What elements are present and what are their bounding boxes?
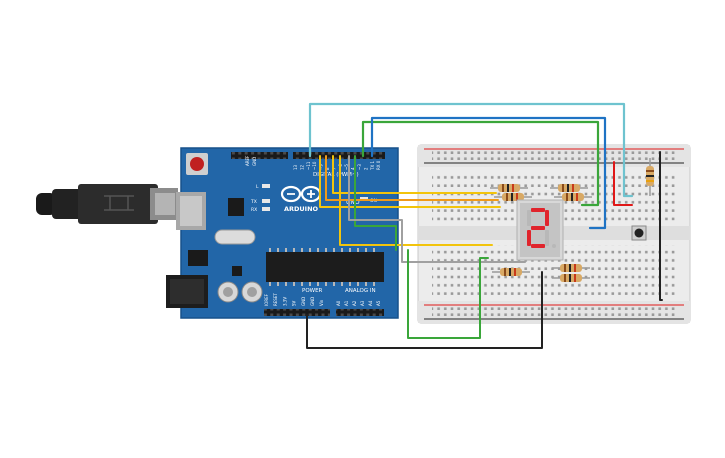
svg-text:AREF: AREF [245, 155, 250, 166]
digital-pin-label-12: TX 1 [370, 161, 375, 171]
analog-pin-label-3: A3 [360, 300, 365, 306]
wire-yellow-2 [332, 155, 497, 194]
digital-pin-label-1: 12 [299, 164, 304, 170]
segment-c [545, 230, 549, 246]
wire-orange-1 [325, 155, 499, 201]
wire-gray [348, 155, 526, 263]
reset-button[interactable] [186, 153, 208, 175]
analog-pin-label-0: A0 [336, 300, 341, 306]
wire-blue [370, 116, 607, 230]
resistor-7 [552, 274, 590, 282]
resistor-2 [494, 193, 532, 201]
arduino-uno-board: ARDUINO DIGITAL (PWM~) UNO ANALOG IN POW… [166, 147, 399, 319]
wire-cyan [308, 102, 634, 198]
analog-label: ANALOG IN [345, 288, 376, 294]
power-pin-header[interactable] [264, 309, 330, 316]
seven-segment-display: 2 [516, 199, 564, 261]
crystal-oscillator [214, 229, 256, 245]
resistor-pullup [646, 158, 654, 196]
capacitors [217, 281, 263, 303]
power-pin-label-4: GND [301, 297, 306, 306]
digital-pin-label-5: 8 [325, 167, 330, 170]
digital-pin-label-13: RX 0 [376, 160, 381, 170]
atmega-chip [266, 252, 384, 282]
voltage-regulator [188, 250, 208, 266]
wire-black-rail [659, 151, 663, 301]
segment-d [531, 244, 545, 248]
power-pin-label-2: 3.3V [282, 297, 287, 306]
svg-text:RX: RX [251, 207, 257, 213]
brand-label: ARDUINO [284, 205, 319, 213]
digital-pin-label-0: 13 [293, 164, 298, 170]
digital-pin-label-11: 2 [363, 167, 368, 170]
segment-e [527, 230, 531, 246]
model-label: UNO [346, 199, 360, 206]
power-pin-label-3: 5V [292, 300, 297, 306]
resistors [490, 158, 654, 282]
digital-pin-label-8: ~5 [344, 164, 349, 170]
analog-pin-label-1: A1 [344, 300, 349, 306]
analog-pin-label-5: A5 [376, 300, 381, 306]
segment-b [545, 210, 549, 226]
power-pin-label-1: RESET [273, 293, 278, 306]
digital-pin-label-4: ~9 [319, 164, 324, 170]
resistor-4 [554, 193, 592, 201]
wire-yellow-3 [319, 155, 501, 208]
power-pin-label-0: IOREF [264, 293, 269, 306]
wire-red-vcc [613, 161, 633, 206]
digital-pin-label-10: ~3 [357, 164, 362, 170]
analog-pin-header[interactable] [336, 309, 384, 316]
wire-green-top [361, 120, 600, 207]
resistor-1 [490, 184, 528, 192]
resistor-3 [550, 184, 588, 192]
push-button[interactable] [631, 225, 647, 241]
resistor-5 [492, 268, 530, 276]
svg-text:TX: TX [250, 199, 257, 205]
segment-g [531, 226, 545, 230]
analog-pin-label-4: A4 [368, 300, 373, 306]
resistor-6 [552, 264, 590, 272]
usb-chip [228, 198, 244, 216]
digital-label: DIGITAL (PWM~) [313, 172, 359, 178]
top-power-rail[interactable] [432, 150, 676, 162]
bottom-power-rail[interactable] [432, 306, 676, 318]
usb-cable [36, 184, 178, 224]
segment-dp [552, 244, 556, 248]
power-label: POWER [302, 288, 323, 294]
wire-black-gnd [306, 271, 543, 349]
power-pin-label-5: GND [310, 297, 315, 306]
analog-pin-label-2: A2 [352, 300, 357, 306]
wire-green-mid [354, 155, 397, 251]
wire-yellow-1 [339, 155, 493, 246]
digital-pin-header[interactable]: GND AREF [231, 152, 385, 166]
segment-f [527, 210, 531, 226]
wire-green-bottom [407, 249, 489, 339]
power-pin-label-6: Vin [319, 299, 324, 306]
segment-a [531, 208, 545, 212]
digital-pin-label-9: 4 [351, 167, 356, 170]
digital-pin-label-3: ~10 [312, 161, 317, 170]
svg-text:L: L [256, 184, 259, 190]
wires [306, 102, 663, 349]
digital-pin-label-2: ~11 [306, 161, 311, 170]
segments [527, 208, 556, 248]
svg-text:GND: GND [252, 157, 257, 166]
